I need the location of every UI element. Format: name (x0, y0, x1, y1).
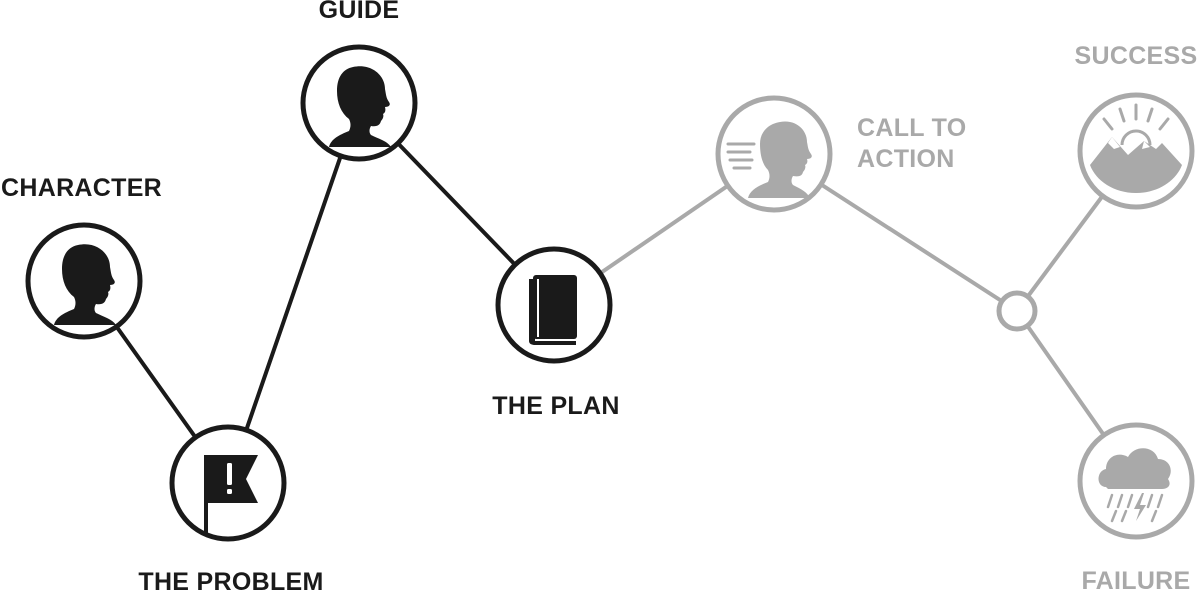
label-failure: FAILURE (1081, 567, 1190, 591)
node-junction (996, 290, 1038, 332)
label-call-line-2: ACTION (857, 145, 955, 173)
nodes-layer (25, 44, 1195, 542)
label-plan: THE PLAN (492, 392, 619, 420)
person-motion-icon (726, 121, 812, 198)
label-character: CHARACTER (1, 174, 162, 202)
flag-exclamation-icon (204, 455, 258, 533)
sunrise-mountain-icon (1090, 103, 1182, 193)
node-problem (169, 424, 287, 542)
person-head-icon (54, 244, 116, 325)
node-guide (300, 44, 418, 162)
node-junction-circle (996, 290, 1038, 332)
edge-problem-guide (226, 101, 361, 485)
label-guide: GUIDE (319, 0, 400, 24)
node-character (25, 222, 143, 340)
person-head-icon (329, 66, 391, 147)
node-success (1077, 92, 1195, 210)
storm-cloud-icon (1098, 448, 1171, 523)
label-problem: THE PROBLEM (138, 568, 323, 591)
node-call (715, 95, 833, 213)
book-icon (529, 275, 577, 345)
label-call-line-1: CALL TO (857, 114, 967, 142)
label-success: SUCCESS (1075, 42, 1198, 70)
node-failure (1077, 422, 1195, 540)
node-plan (495, 246, 613, 364)
